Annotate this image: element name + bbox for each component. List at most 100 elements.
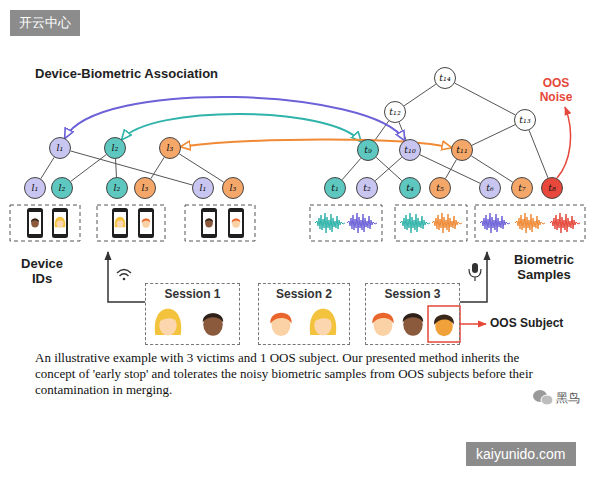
device-box bbox=[10, 205, 80, 241]
node-label: Session 2 bbox=[276, 287, 332, 301]
node-label: t₈ bbox=[548, 183, 556, 193]
face-icon bbox=[31, 219, 39, 228]
node-label: l₃ bbox=[167, 143, 174, 153]
cluster-node: t₂ bbox=[356, 177, 378, 199]
phone-screen bbox=[140, 212, 152, 234]
phone-screen bbox=[54, 212, 66, 234]
waveform bbox=[480, 213, 510, 233]
cluster-node: l₃ bbox=[134, 177, 156, 199]
capture-arrow bbox=[460, 252, 487, 302]
cluster-node: l₃ bbox=[159, 137, 181, 159]
node-label: l₁ bbox=[200, 183, 207, 193]
association-arrow bbox=[65, 97, 405, 140]
tree-link bbox=[151, 157, 164, 178]
cluster-node: t₈ bbox=[541, 177, 563, 199]
annotation-label: Device-Biometric Association bbox=[35, 66, 218, 81]
session-box: Session 3 bbox=[365, 283, 460, 345]
face-icon bbox=[115, 217, 126, 228]
mic-icon bbox=[472, 263, 478, 273]
node-label: l₃ bbox=[142, 183, 149, 193]
tree-link bbox=[472, 125, 515, 146]
node-label: l₁ bbox=[32, 183, 39, 193]
phone bbox=[27, 208, 43, 238]
session-box: Session 1 bbox=[145, 283, 240, 345]
wechat-icon bbox=[541, 395, 553, 405]
node-label: Session 3 bbox=[384, 287, 440, 301]
mic-icon bbox=[469, 269, 481, 281]
callout-arrow bbox=[460, 323, 486, 325]
phone-screen bbox=[230, 212, 242, 234]
face-icon bbox=[205, 219, 213, 228]
node-label: t₉ bbox=[364, 145, 372, 155]
face-icon bbox=[270, 313, 291, 336]
phone bbox=[228, 208, 244, 238]
sample-box bbox=[310, 205, 382, 241]
association-arrow bbox=[122, 114, 361, 142]
face-icon bbox=[372, 313, 393, 336]
face-icon bbox=[155, 309, 181, 336]
cluster-node: t₁ bbox=[324, 177, 346, 199]
wifi-icon bbox=[120, 274, 129, 276]
tree-link bbox=[455, 83, 516, 115]
phone bbox=[138, 208, 154, 238]
tree-link bbox=[41, 157, 54, 178]
face-icon bbox=[55, 217, 66, 228]
sample-box bbox=[475, 205, 585, 241]
node-label: t₅ bbox=[436, 183, 444, 193]
tree-link bbox=[375, 157, 402, 180]
device-box bbox=[97, 205, 165, 241]
cluster-node: l₁ bbox=[192, 177, 214, 199]
waveform bbox=[400, 213, 430, 233]
cluster-node: t₁₂ bbox=[384, 101, 406, 123]
annotation-label: OOS Noise bbox=[528, 76, 584, 104]
cluster-node: l₃ bbox=[222, 177, 244, 199]
figure-caption: An illustrative example with 3 victims a… bbox=[35, 350, 535, 398]
node-label: t₁₁ bbox=[456, 145, 467, 155]
tree-link bbox=[446, 160, 457, 179]
cluster-node: t₇ bbox=[511, 177, 533, 199]
cluster-node: t₄ bbox=[399, 177, 421, 199]
cluster-node: t₉ bbox=[357, 139, 379, 161]
node-label: l₂ bbox=[114, 183, 121, 193]
cluster-node: t₁₃ bbox=[514, 109, 536, 131]
waveform bbox=[315, 213, 345, 233]
tree-link bbox=[71, 155, 106, 182]
wifi-icon bbox=[117, 270, 131, 274]
node-label: t₂ bbox=[363, 183, 371, 193]
waveform bbox=[347, 213, 377, 233]
node-label: t₁₄ bbox=[439, 73, 450, 83]
cluster-node: t₆ bbox=[479, 177, 501, 199]
phone bbox=[112, 208, 128, 238]
node-label: t₄ bbox=[406, 183, 414, 193]
face-icon bbox=[310, 309, 336, 336]
annotation-label: OOS Subject bbox=[490, 316, 563, 330]
tree-link bbox=[404, 84, 436, 106]
cluster-node: l₂ bbox=[106, 177, 128, 199]
tree-link bbox=[342, 158, 361, 179]
node-label: t₁₂ bbox=[389, 107, 400, 117]
phone bbox=[201, 208, 217, 238]
node-label: t₁ bbox=[331, 183, 339, 193]
capture-arrow bbox=[108, 252, 145, 302]
node-label: l₁ bbox=[57, 143, 64, 153]
node-label: l₂ bbox=[59, 183, 66, 193]
face-icon bbox=[403, 313, 423, 336]
annotation-label: kaiyunido.com bbox=[466, 442, 576, 466]
wifi-icon bbox=[123, 278, 126, 281]
node-label: l₂ bbox=[112, 143, 119, 153]
phone-screen bbox=[29, 212, 41, 234]
tree-link bbox=[376, 157, 402, 180]
node-label: l₃ bbox=[230, 183, 237, 193]
annotation-label: Device IDs bbox=[14, 256, 70, 286]
waveform bbox=[550, 213, 580, 233]
phone bbox=[52, 208, 68, 238]
face-icon bbox=[434, 314, 454, 336]
face-icon bbox=[232, 218, 241, 227]
node-label: Session 1 bbox=[164, 287, 220, 301]
sample-box bbox=[395, 205, 467, 241]
waveform bbox=[515, 213, 545, 233]
tree-link bbox=[420, 155, 480, 184]
phone-screen bbox=[114, 212, 126, 234]
tree-link bbox=[115, 159, 117, 177]
